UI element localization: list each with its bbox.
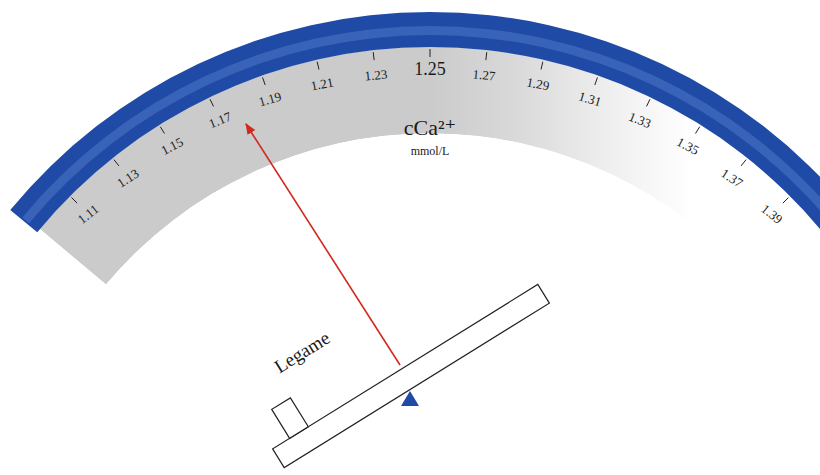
tick-mark xyxy=(647,99,650,106)
tick-mark xyxy=(741,160,746,166)
tick-mark xyxy=(160,127,164,134)
dial xyxy=(10,12,820,284)
balance xyxy=(255,256,550,468)
shaded-band xyxy=(40,47,820,284)
tick-mark xyxy=(595,77,598,85)
scale-value: 1.29 xyxy=(525,76,550,93)
tick-mark xyxy=(373,52,375,60)
tick-mark xyxy=(71,197,77,203)
tick-mark xyxy=(541,62,543,70)
tick-mark xyxy=(210,99,213,106)
scale-value: 1.25 xyxy=(414,60,446,78)
tick-mark xyxy=(783,197,789,203)
balance-beam xyxy=(273,284,550,467)
tick-mark xyxy=(485,52,487,60)
shade-fade xyxy=(40,47,820,284)
binding-label: Legame xyxy=(271,328,333,376)
tick-mark xyxy=(317,62,319,70)
scale-value: 1.23 xyxy=(364,67,388,82)
binding-weight xyxy=(272,398,309,438)
scale-ticks xyxy=(71,49,788,203)
scale-value: 1.27 xyxy=(472,67,496,82)
tick-mark xyxy=(430,49,431,57)
fulcrum xyxy=(401,391,419,406)
band-highlight xyxy=(22,26,820,223)
tick-mark xyxy=(263,77,266,85)
quantity-symbol: cCa²⁺ xyxy=(404,117,456,139)
tick-mark xyxy=(695,127,699,134)
unit-label: mmol/L xyxy=(411,145,450,157)
blue-scale-band xyxy=(10,12,820,232)
tick-mark xyxy=(114,160,119,166)
